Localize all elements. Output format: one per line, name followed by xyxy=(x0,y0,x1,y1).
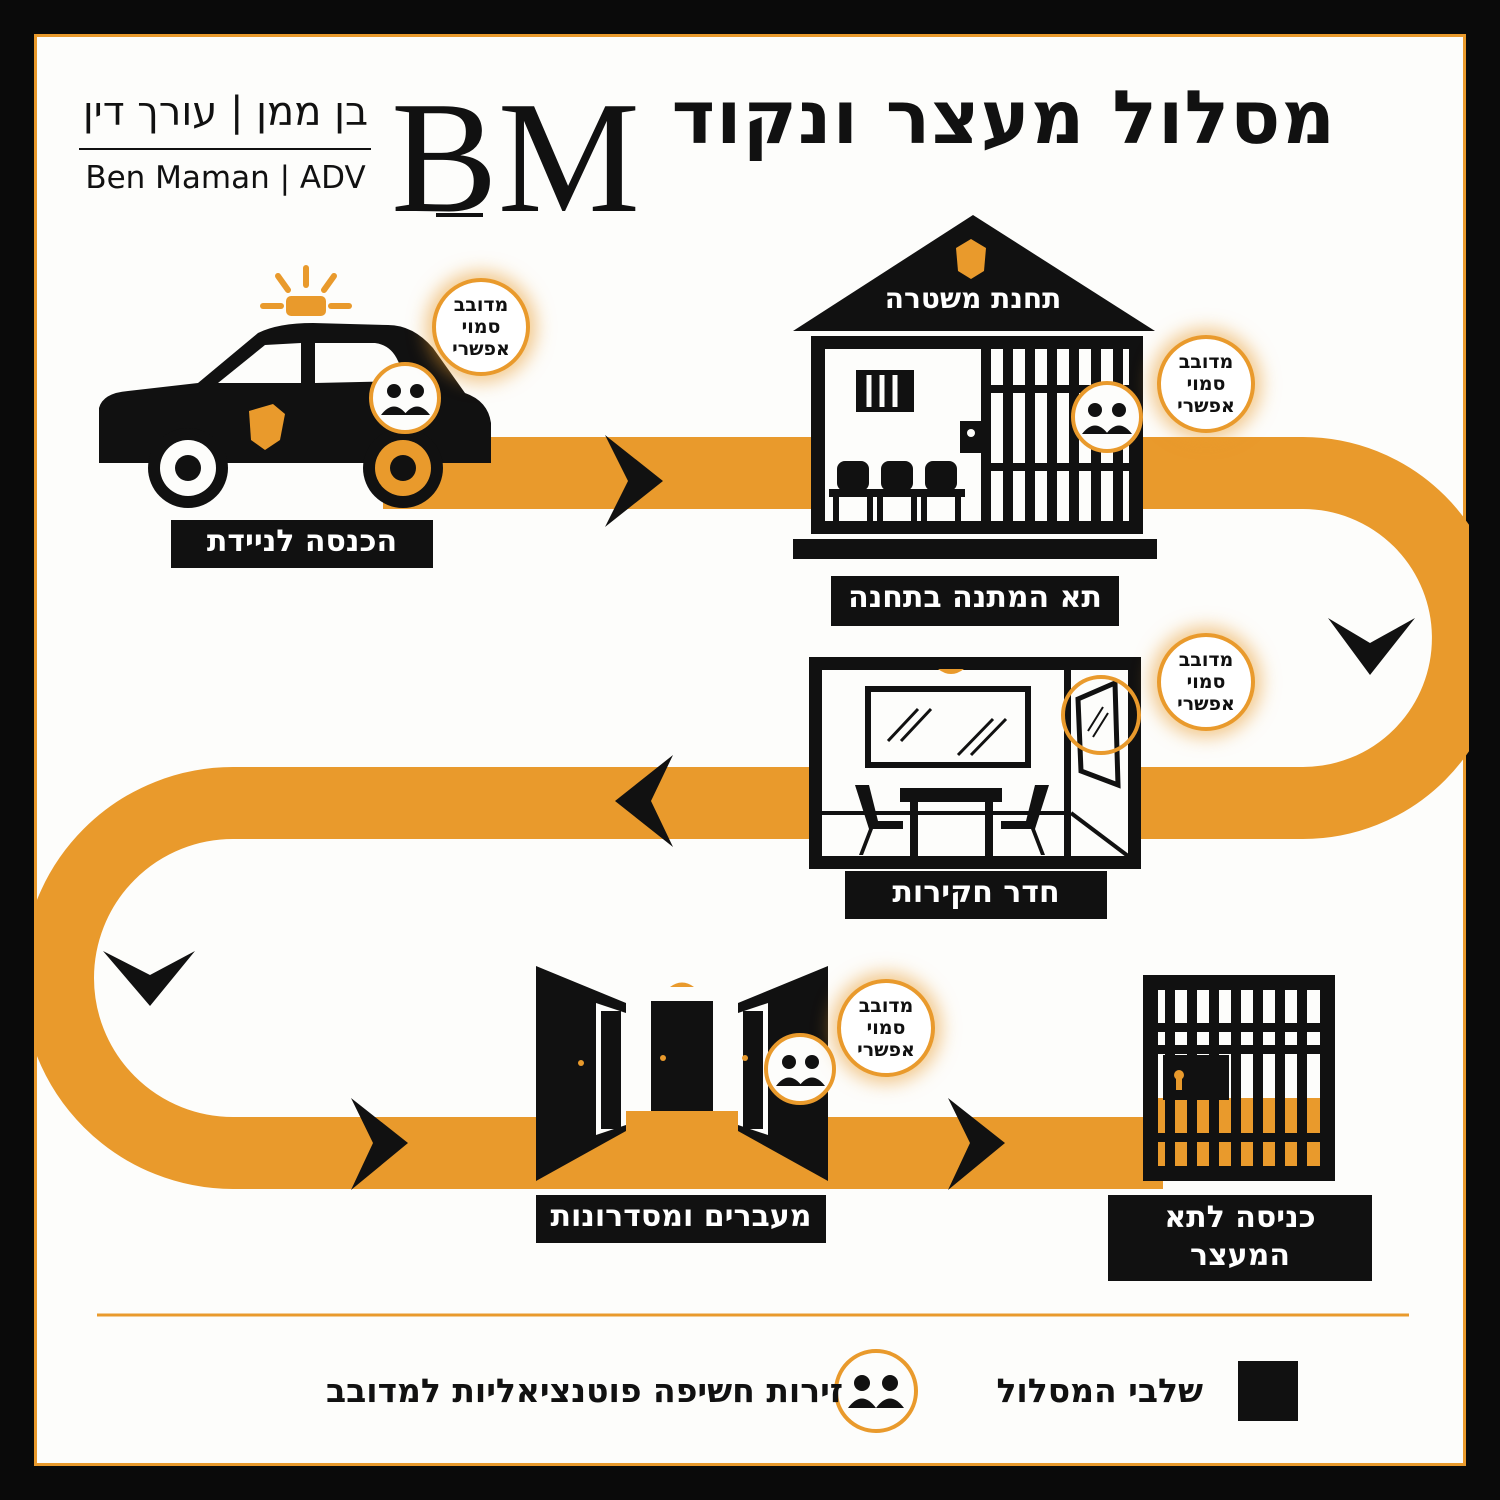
whisper-icon-corridor xyxy=(764,1033,836,1105)
stage-label-station: תא המתנה בתחנה xyxy=(831,576,1119,626)
bubble-line2: סמוי xyxy=(1186,373,1226,395)
corridor-icon xyxy=(536,966,828,1181)
interrogation-room-icon xyxy=(809,657,1141,869)
logo-letters: BM xyxy=(391,68,640,246)
brand-logo: BM xyxy=(391,68,640,246)
covert-agent-bubble-corridor: מדובב סמוי אפשרי xyxy=(837,979,935,1077)
legend-stage-square xyxy=(1238,1361,1298,1421)
stage-label-cell-line2: המעצר xyxy=(1190,1238,1290,1273)
stage-label-interrogation: חדר חקירות xyxy=(845,871,1107,919)
bubble-line3: אפשרי xyxy=(1177,395,1235,417)
page-title: מסלול מעצר ונקוד xyxy=(671,75,1336,161)
brand-name-english: Ben Maman | ADV xyxy=(85,160,366,196)
arrow-down-2 xyxy=(103,951,195,1006)
jail-cell-icon xyxy=(1143,975,1335,1181)
route-path xyxy=(37,437,1469,1189)
bubble-line1: מדובב xyxy=(1178,649,1234,671)
whisper-icon-car xyxy=(369,362,441,434)
bubble-line1: מדובב xyxy=(1178,351,1234,373)
bubble-line1: מדובב xyxy=(858,995,914,1017)
bubble-line1: מדובב xyxy=(453,294,509,316)
direction-arrows xyxy=(103,435,1415,1190)
arrow-right-3 xyxy=(948,1098,1005,1190)
covert-agent-bubble-interrogation: מדובב סמוי אפשרי xyxy=(1157,633,1255,731)
arrow-down-1 xyxy=(1328,618,1415,675)
stage-label-cell-line1: כניסה לתא xyxy=(1164,1200,1316,1235)
bubble-line3: אפשרי xyxy=(857,1039,915,1061)
bubble-line2: סמוי xyxy=(866,1017,906,1039)
infographic-canvas: BM מסלול מעצר ונקוד בן ממן | עורך דין Be… xyxy=(34,34,1469,1466)
bubble-line2: סמוי xyxy=(1186,671,1226,693)
exposure-markers xyxy=(369,362,1143,1105)
arrow-left-1 xyxy=(615,755,673,847)
whisper-icon-station xyxy=(1071,381,1143,453)
stage-label-car: הכנסה לניידת xyxy=(171,520,433,568)
covert-agent-bubble-station: מדובב סמוי אפשרי xyxy=(1157,335,1255,433)
brand-name-hebrew: בן ממן | עורך דין xyxy=(82,89,369,135)
route-illustration: BM xyxy=(37,68,1469,1433)
legend-whisper-icon xyxy=(834,1349,918,1433)
bubble-line3: אפשרי xyxy=(452,338,510,360)
bubble-line2: סמוי xyxy=(461,316,501,338)
stage-label-cell: כניסה לתא המעצר xyxy=(1108,1195,1372,1281)
exposure-ring-interrogation xyxy=(1061,675,1141,755)
arrow-right-2 xyxy=(351,1098,408,1190)
arrow-right-1 xyxy=(605,435,663,527)
legend-stages-label: שלבי המסלול xyxy=(996,1371,1203,1410)
station-building-label: תחנת משטרה xyxy=(884,282,1062,315)
legend-exposure-label: זירות חשיפה פוטנציאליות למדובב xyxy=(326,1371,843,1410)
bubble-line3: אפשרי xyxy=(1177,693,1235,715)
stage-label-corridor: מעברים ומסדרונות xyxy=(536,1195,826,1243)
covert-agent-bubble-car: מדובב סמוי אפשרי xyxy=(432,278,530,376)
